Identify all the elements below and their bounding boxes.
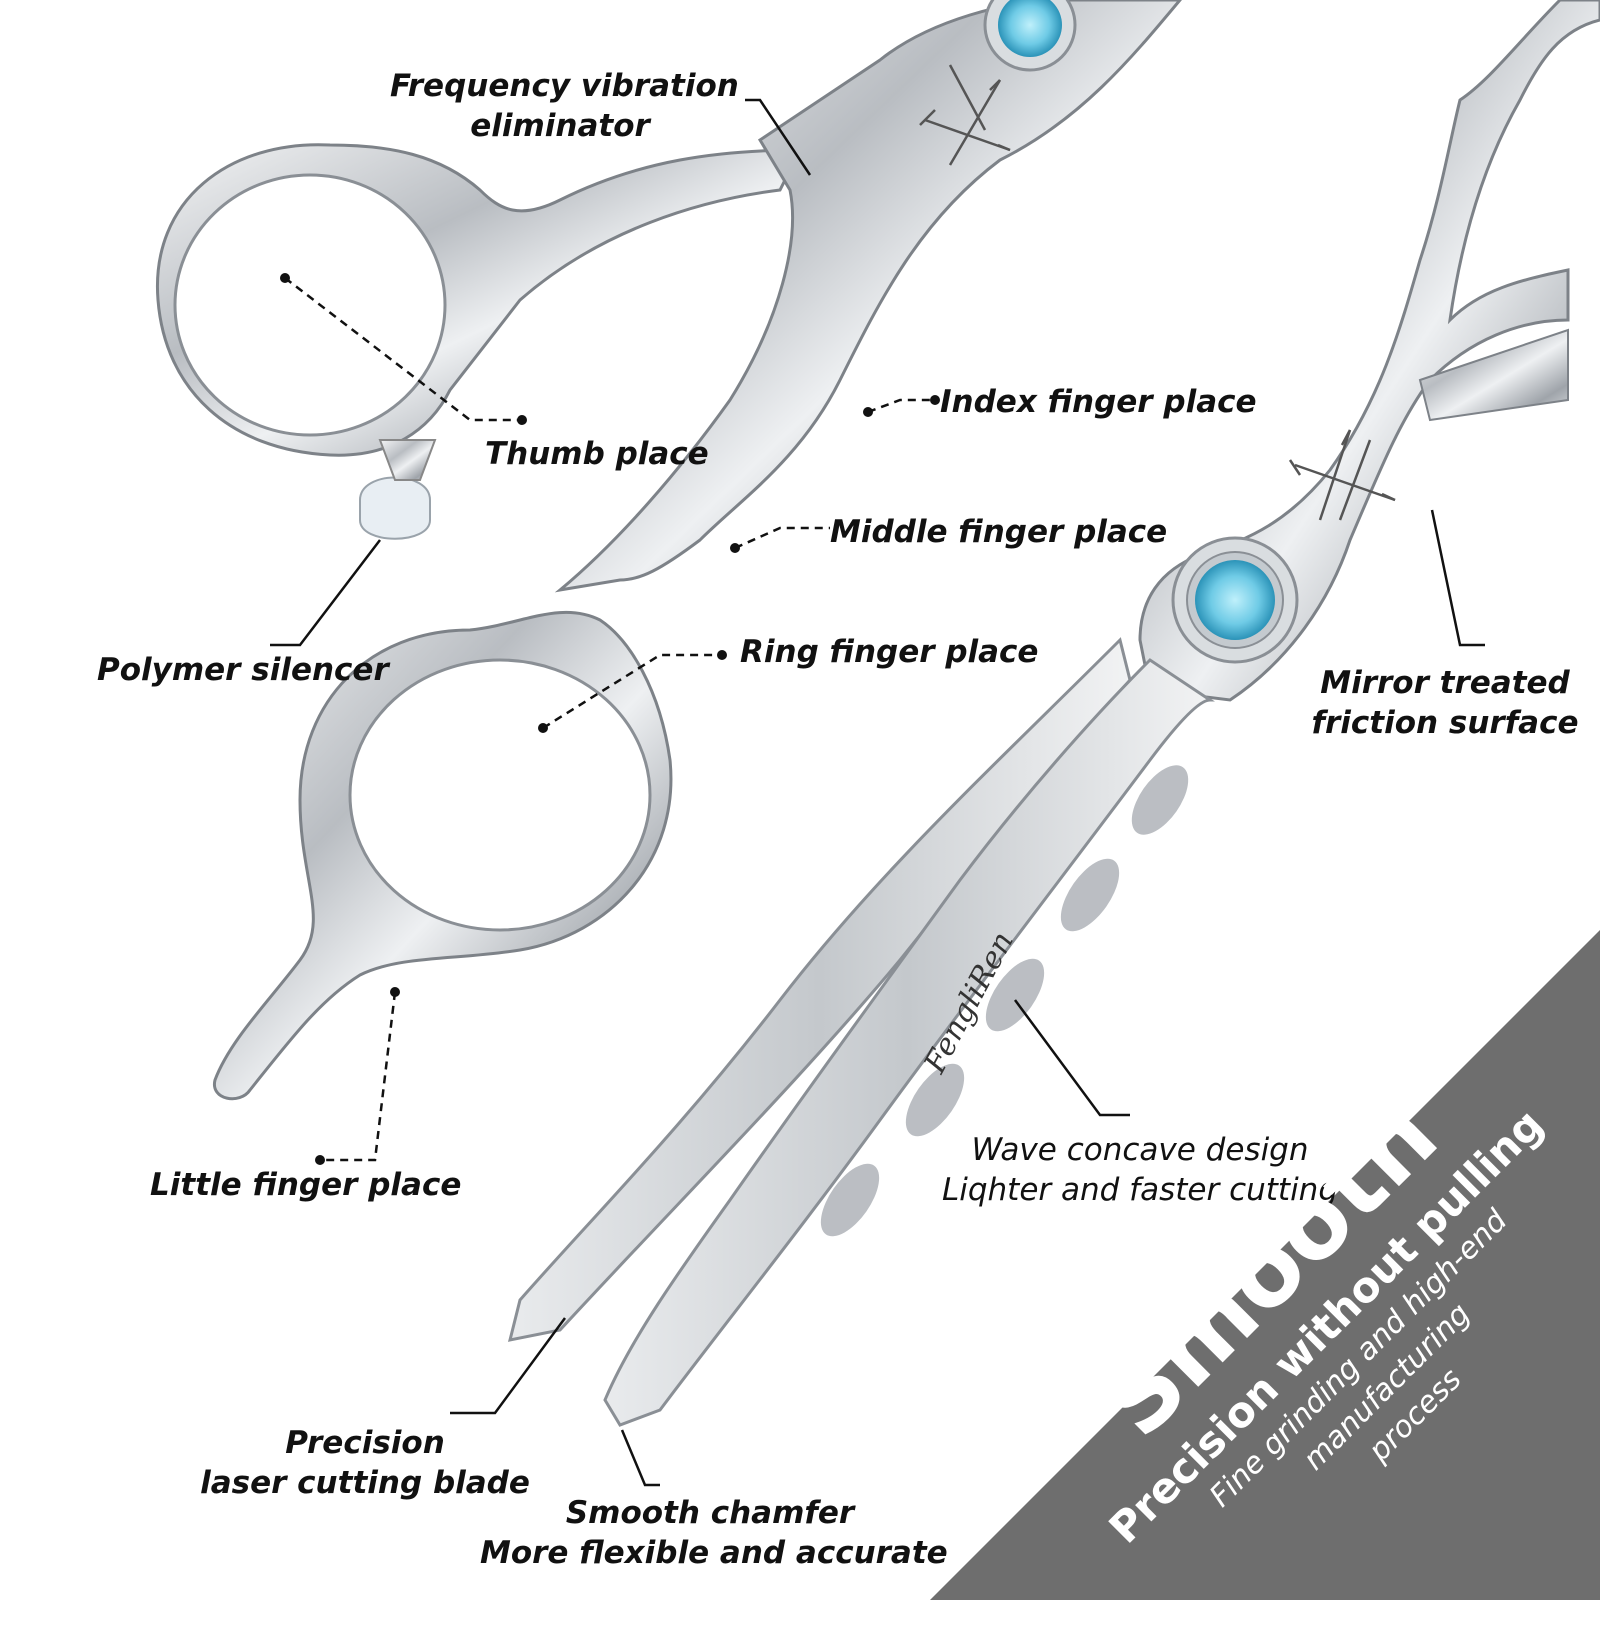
label-precision-line1: Precision [285, 1425, 445, 1461]
finger-ring-hole [348, 658, 652, 932]
arrow-logo-top [919, 64, 1011, 166]
label-wave-line2: Liqhter and faster cutting [941, 1172, 1339, 1208]
left-scissors [155, 0, 1182, 1101]
leader-dots [280, 273, 940, 1165]
leader-lines [270, 98, 1485, 1487]
label-smooth-chamfer: Smooth chamfer More flexible and accurat… [480, 1493, 948, 1573]
left-shank [554, 0, 1182, 593]
right-scissors [507, 0, 1600, 1427]
thumb-ring-hole [173, 173, 447, 437]
label-precision-blade: Precision laser cutting blade [200, 1423, 530, 1503]
label-middle-finger: Middle finger place [830, 514, 1168, 550]
label-precision-line2: laser cutting blade [200, 1465, 530, 1501]
label-frequency-line1: Frequency vibration [390, 68, 739, 104]
label-polymer-silencer: Polymer silencer [97, 652, 389, 688]
label-index-finger: Index finger place [940, 384, 1257, 420]
label-chamfer-line1: Smooth chamfer [565, 1495, 855, 1531]
banner-shape [930, 930, 1600, 1600]
right-shank [1138, 0, 1600, 702]
label-wave-line1: Wave concave design [971, 1132, 1309, 1168]
label-chamfer-line2: More flexible and accurate [480, 1535, 948, 1571]
scissors-illustration [155, 0, 1600, 1600]
label-mirror-treated: Mirror treated friction surface [1310, 663, 1580, 743]
right-blade [603, 658, 1215, 1427]
label-ring-finger: Ring finger place [740, 634, 1039, 670]
label-mirror-line2: friction surface [1311, 705, 1579, 741]
label-mirror-line1: Mirror treated [1320, 665, 1570, 701]
label-wave-concave: Wave concave design Liqhter and faster c… [930, 1130, 1350, 1210]
pivot-gem [1195, 560, 1275, 640]
arrow-logo [1288, 429, 1396, 521]
wave-concave [820, 765, 1189, 1237]
label-frequency-vibration: Frequency vibration eliminator [390, 66, 739, 146]
label-frequency-line2: eliminator [470, 108, 650, 144]
polymer-silencer [359, 476, 431, 540]
label-thumb: Thumb place [485, 436, 709, 472]
label-little-finger: Little finger place [150, 1167, 462, 1203]
